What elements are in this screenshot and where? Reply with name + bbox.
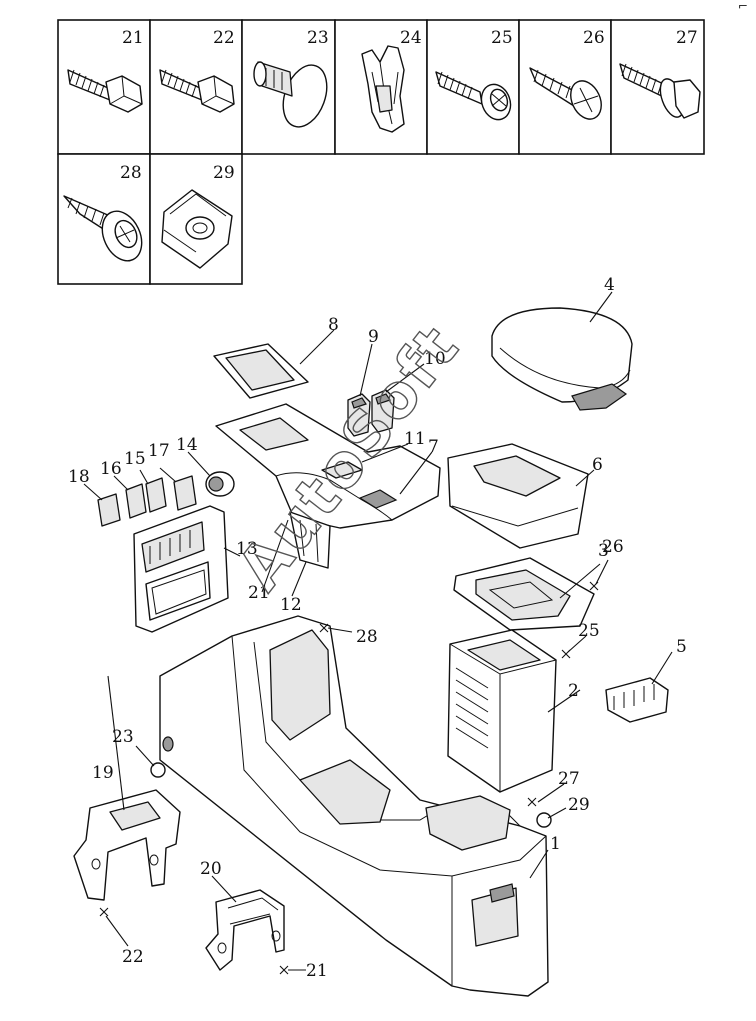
cell-number: 28 [120, 163, 142, 183]
callout-18: 18 [68, 467, 90, 487]
trim-ring-part [213, 343, 309, 399]
callout-21: 21 [248, 583, 270, 603]
callout-6: 6 [592, 455, 603, 475]
clip-nut-icon [161, 189, 233, 269]
top-cover-part [215, 403, 441, 569]
callout-labels: 1 2 3 4 5 6 7 8 9 10 11 12 13 14 15 16 1… [68, 275, 687, 981]
console-body-part [159, 615, 549, 997]
callout-1: 1 [550, 834, 561, 854]
callout-22: 22 [122, 947, 144, 967]
callout-2: 2 [568, 681, 579, 701]
callout-7: 7 [428, 437, 439, 457]
connector-part [605, 677, 669, 723]
leader-lines [83, 291, 673, 971]
plug-cap-icon [253, 61, 328, 128]
spring-clip-icon [361, 45, 405, 133]
mount-bracket-part [205, 889, 285, 971]
callout-3: 3 [598, 541, 609, 561]
callout-26: 26 [602, 537, 624, 557]
power-outlet-part [205, 471, 235, 497]
fastener-table: 21 22 23 24 25 26 27 28 29 [57, 19, 705, 285]
cell-number: 21 [122, 28, 144, 48]
switch-part [371, 389, 395, 433]
switch-blank-part [145, 477, 167, 513]
cell-number: 27 [676, 28, 698, 48]
switch-part [347, 393, 371, 437]
callout-9: 9 [368, 327, 379, 347]
callout-12: 12 [280, 595, 302, 615]
callout-10: 10 [424, 349, 446, 369]
hex-bolt-icon [159, 69, 235, 113]
callout-14: 14 [176, 435, 198, 455]
callout-23: 23 [112, 727, 134, 747]
plug-cap-icon [150, 762, 166, 778]
callout-25: 25 [578, 621, 600, 641]
mount-bracket-part [73, 789, 181, 901]
cell-number: 23 [307, 28, 329, 48]
cross-screw-icon [529, 67, 602, 120]
switch-blank-part [173, 475, 197, 511]
callout-28: 28 [356, 627, 378, 647]
corner-mark: ⌐ [738, 0, 748, 13]
washer-screw-icon [63, 195, 143, 262]
flange-bolt-icon [619, 63, 701, 119]
callout-21: 21 [306, 961, 328, 981]
storage-tray-part [447, 443, 589, 549]
cell-number: 26 [583, 28, 605, 48]
switch-panel-part [133, 505, 229, 633]
callout-16: 16 [100, 459, 122, 479]
cell-number: 25 [491, 28, 513, 48]
callout-13: 13 [236, 539, 258, 559]
callout-29: 29 [568, 795, 590, 815]
cell-number: 24 [400, 28, 422, 48]
callout-20: 20 [200, 859, 222, 879]
callout-19: 19 [92, 763, 114, 783]
clip-nut-icon [536, 812, 552, 828]
bracket-frame-part [453, 557, 595, 631]
switch-blank-part [97, 493, 121, 527]
cell-number: 22 [213, 28, 235, 48]
callout-27: 27 [558, 769, 580, 789]
callout-11: 11 [404, 429, 426, 449]
callout-4: 4 [604, 275, 615, 295]
tapping-screw-icon [435, 71, 512, 121]
callout-17: 17 [148, 441, 170, 461]
callout-5: 5 [676, 637, 687, 657]
callout-15: 15 [124, 449, 146, 469]
cell-number: 29 [213, 163, 235, 183]
hex-bolt-icon [67, 69, 143, 113]
callout-8: 8 [328, 315, 339, 335]
storage-bin-part [447, 629, 557, 793]
armrest-lid-part [491, 307, 633, 411]
switch-blank-part [125, 483, 147, 519]
